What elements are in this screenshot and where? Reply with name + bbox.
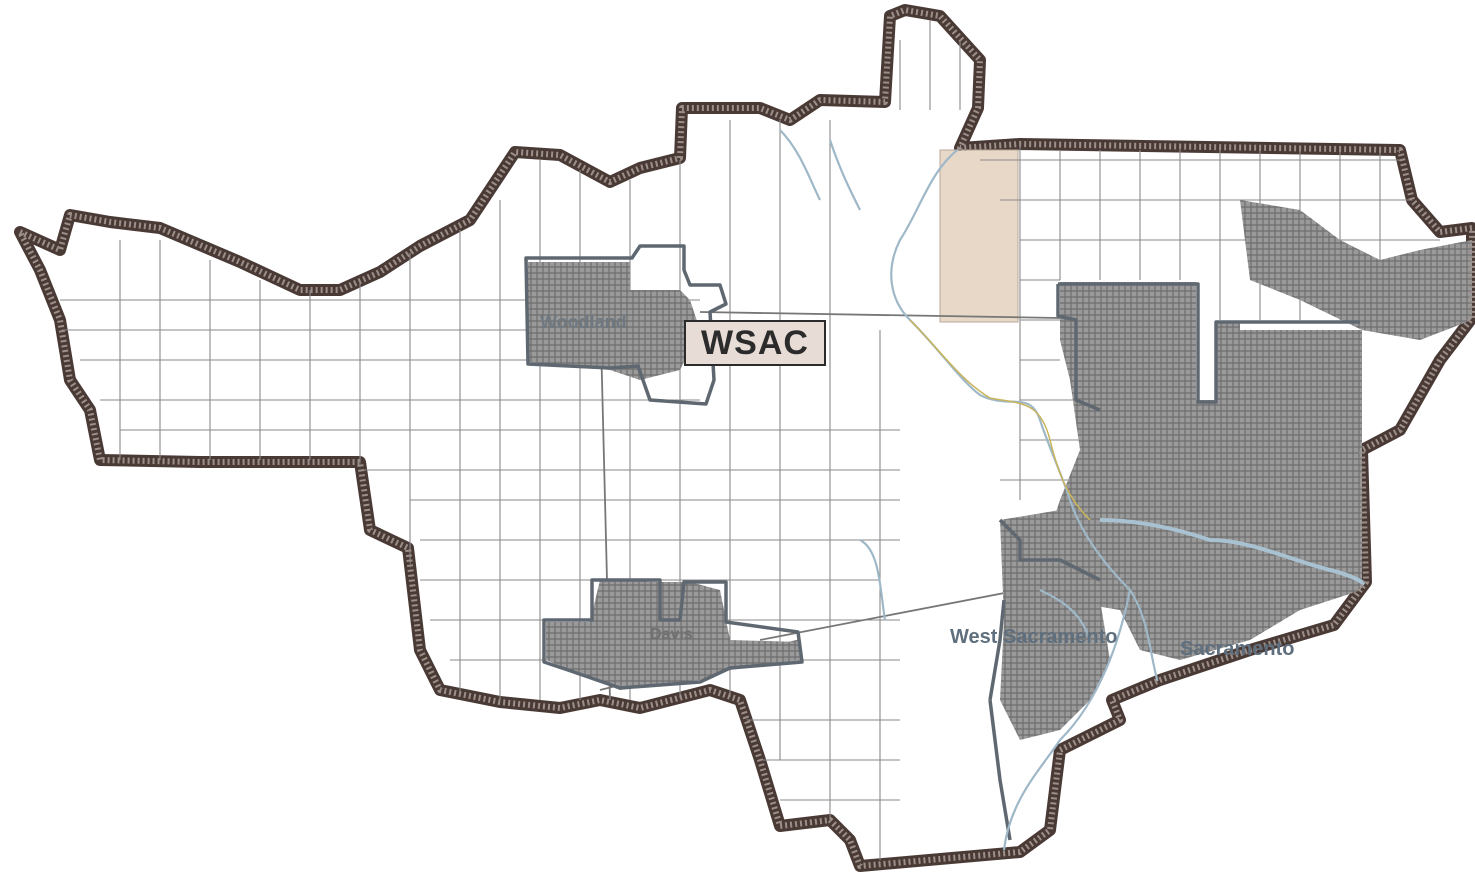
map-contents: [60, 20, 1472, 860]
region-label: WSAC: [701, 323, 809, 362]
airport-parcel: [939, 149, 1019, 323]
woodland-urban: [524, 244, 728, 406]
place-label-davis: Davis: [650, 626, 693, 643]
place-label-west-sacramento: West Sacramento: [950, 626, 1118, 648]
rivers: [779, 129, 1368, 851]
davis-urban: [542, 578, 804, 690]
place-label-woodland: Woodland: [540, 312, 627, 332]
sacramento-urban: [988, 200, 1472, 841]
region-label-box: WSAC: [684, 320, 826, 366]
county-boundary-dash: [17, 7, 1475, 869]
place-label-sacramento: Sacramento: [1180, 638, 1295, 660]
